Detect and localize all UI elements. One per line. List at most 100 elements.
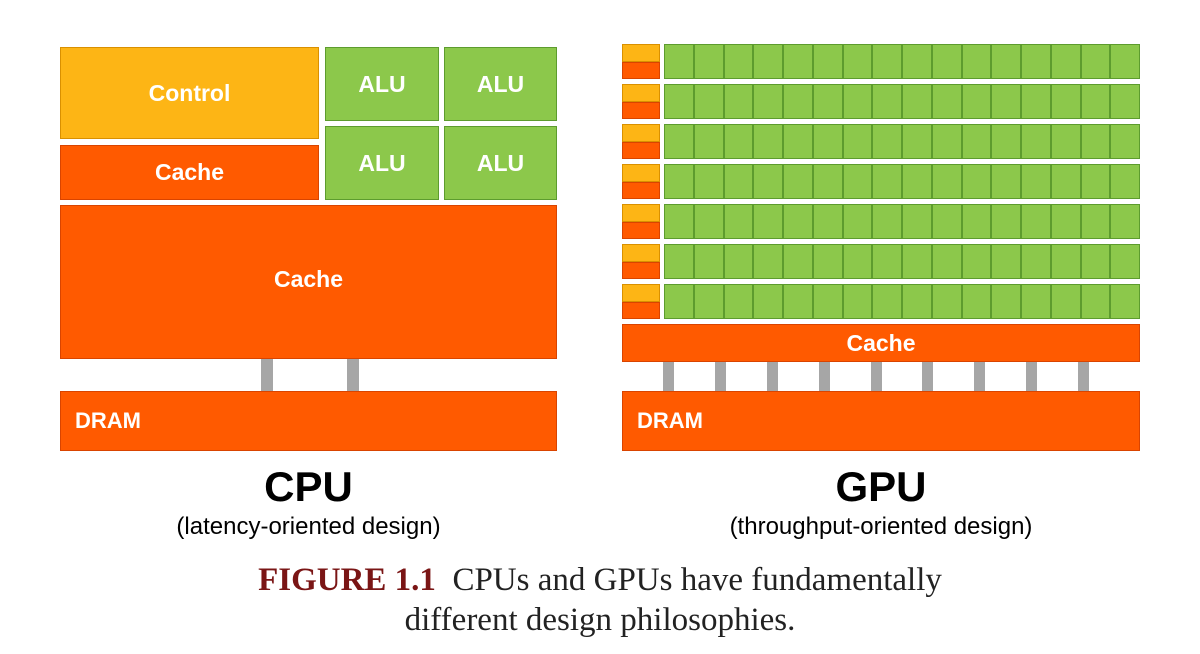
gpu-alu-cell (1050, 124, 1081, 159)
gpu-alu-cell (812, 44, 843, 79)
gpu-alu-cell (842, 44, 873, 79)
gpu-alu-cell (961, 44, 992, 79)
gpu-alu-cell (872, 84, 902, 119)
gpu-alu-cell (1080, 44, 1111, 79)
gpu-alu-cell (812, 164, 843, 199)
gpu-alu-cell (1110, 164, 1140, 199)
gpu-alu-cell (931, 44, 962, 79)
gpu-alu-cell (753, 164, 783, 199)
gpu-alu-cell (961, 284, 992, 319)
gpu-alu-cell (1021, 84, 1051, 119)
gpu-alu-cell (783, 284, 813, 319)
gpu-alu-cell (1050, 84, 1081, 119)
gpu-alu-cell (1110, 124, 1140, 159)
gpu-alu-cell (842, 284, 873, 319)
cpu-alu-label: ALU (358, 149, 406, 176)
cpu-alu-label: ALU (476, 70, 525, 97)
gpu-alu-cell (1080, 84, 1111, 119)
gpu-alu-cell (723, 244, 754, 279)
gpu-alu-cell (693, 284, 724, 319)
gpu-alu-cell (931, 124, 962, 159)
gpu-alu-cell (991, 84, 1021, 119)
gpu-alu-cell (1080, 284, 1111, 319)
cpu-alu-label: ALU (476, 149, 525, 176)
gpu-alu-cell (902, 44, 932, 79)
gpu-alu-cell (1021, 164, 1051, 199)
gpu-alu-cell (842, 164, 873, 199)
gpu-alu-cell (902, 204, 932, 239)
gpu-alu-cell (753, 44, 783, 79)
gpu-alu-cell (991, 164, 1021, 199)
gpu-alu-cell (1110, 204, 1140, 239)
gpu-title: GPU (835, 463, 927, 510)
gpu-cache-unit (622, 222, 660, 239)
figure-caption-continued: different design philosophies. (0, 600, 1200, 640)
gpu-alu-cell (664, 284, 694, 319)
gpu-alu-cell (961, 204, 992, 239)
gpu-memory-bus (922, 362, 934, 391)
gpu-alu-cell (753, 244, 783, 279)
caption-line-1: CPUs and GPUs have fundamentally (452, 562, 942, 598)
gpu-alu-cell (931, 284, 962, 319)
gpu-alu-cell (961, 244, 992, 279)
gpu-alu-cell (693, 84, 724, 119)
gpu-alu-cell (931, 84, 962, 119)
gpu-alu-cell (902, 284, 932, 319)
cpu-alu-block: ALU (325, 47, 439, 121)
gpu-alu-cell (872, 124, 902, 159)
gpu-alu-cell (1021, 244, 1051, 279)
gpu-alu-cell (723, 204, 754, 239)
gpu-alu-cell (723, 164, 754, 199)
gpu-alu-cell (664, 244, 694, 279)
gpu-alu-cell (902, 84, 932, 119)
gpu-alu-cell (664, 124, 694, 159)
cpu-memory-bus (347, 359, 359, 391)
gpu-alu-cell (723, 84, 754, 119)
gpu-alu-cell (991, 284, 1021, 319)
gpu-alu-cell (812, 204, 843, 239)
cpu-memory-bus (261, 359, 273, 391)
gpu-memory-bus (1078, 362, 1089, 391)
cpu-small-cache-label: Cache (154, 159, 225, 185)
gpu-alu-cell (723, 124, 754, 159)
gpu-alu-cell (1050, 204, 1081, 239)
gpu-alu-cell (693, 164, 724, 199)
gpu-alu-cell (753, 84, 783, 119)
gpu-alu-cell (872, 244, 902, 279)
gpu-alu-cell (1110, 244, 1140, 279)
gpu-alu-cell (1110, 44, 1140, 79)
gpu-cache-unit (622, 62, 660, 79)
gpu-alu-cell (753, 284, 783, 319)
gpu-cache-block: Cache (622, 324, 1140, 362)
gpu-alu-cell (812, 84, 843, 119)
gpu-alu-cell (783, 204, 813, 239)
gpu-control-unit (622, 124, 660, 142)
gpu-cache-unit (622, 182, 660, 199)
gpu-control-unit (622, 44, 660, 62)
cpu-alu-label: ALU (358, 70, 406, 97)
gpu-dram-label: DRAM (637, 408, 703, 433)
gpu-alu-cell (693, 204, 724, 239)
gpu-memory-bus (766, 362, 778, 391)
gpu-alu-cell (842, 244, 873, 279)
gpu-alu-cell (961, 164, 992, 199)
gpu-alu-cell (842, 84, 873, 119)
gpu-alu-cell (1080, 244, 1111, 279)
gpu-alu-cell (931, 244, 962, 279)
gpu-alu-cell (991, 204, 1021, 239)
cpu-large-cache-label: Cache (273, 266, 344, 292)
gpu-alu-cell (1021, 204, 1051, 239)
gpu-alu-cell (693, 124, 724, 159)
figure-caption: FIGURE 1.1 CPUs and GPUs have fundamenta… (0, 560, 1200, 600)
cpu-dram-label: DRAM (75, 408, 141, 433)
cpu-large-cache-block: Cache (60, 205, 557, 359)
cpu-alu-block: ALU (444, 47, 557, 121)
gpu-alu-cell (1021, 284, 1051, 319)
gpu-alu-cell (753, 204, 783, 239)
gpu-cache-unit (622, 302, 660, 319)
gpu-alu-cell (812, 284, 843, 319)
gpu-alu-cell (664, 84, 694, 119)
gpu-alu-cell (812, 244, 843, 279)
gpu-control-unit (622, 284, 660, 302)
cpu-small-cache-block: Cache (60, 145, 319, 200)
